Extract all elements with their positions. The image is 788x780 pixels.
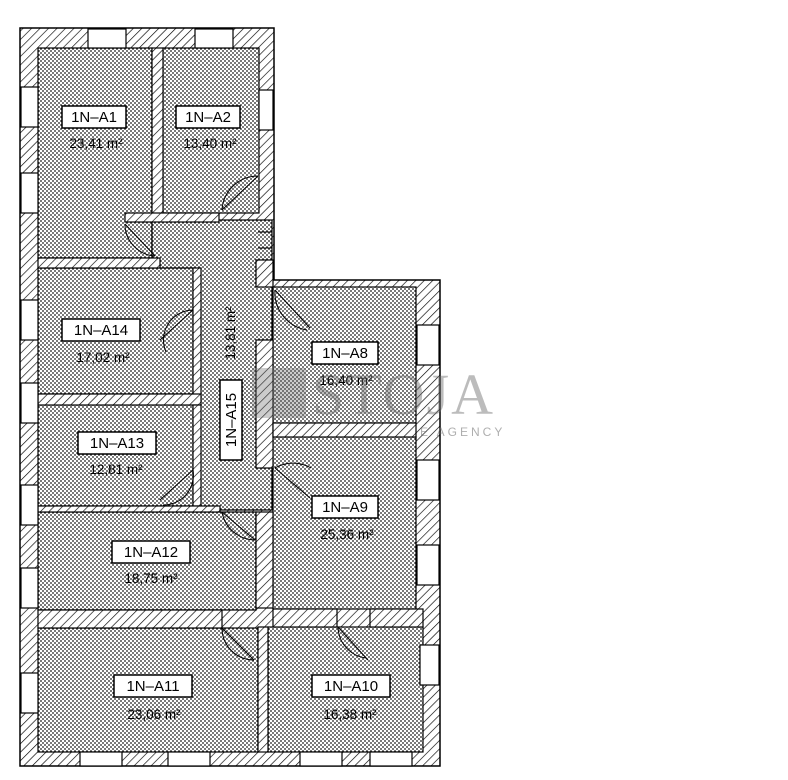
door-swing: [221, 627, 255, 661]
room-label-a10: 1N–A10 16,38 m²: [311, 674, 391, 722]
door-swing: [337, 626, 369, 661]
room-label-a8: 1N–A8 16,40 m²: [311, 341, 379, 388]
room-floor-a1: [37, 47, 153, 259]
room-area: 13,81 m²: [223, 306, 238, 360]
window: [20, 299, 39, 341]
room-label-a12: 1N–A12 18,75 m²: [111, 540, 191, 586]
window: [20, 484, 39, 526]
watermark: STOJA E AGENCY: [252, 362, 505, 439]
window: [369, 751, 413, 767]
window: [416, 324, 440, 366]
room-label-a9: 1N–A9 25,36 m²: [311, 495, 379, 542]
room-floors: [37, 47, 424, 753]
room-label-a2: 1N–A2 13,40 m²: [175, 105, 241, 151]
window: [87, 28, 127, 49]
room-floor-a9: [272, 436, 417, 610]
door-swing: [274, 462, 312, 499]
room-code: 1N–A10: [324, 678, 378, 695]
room-area: 23,06 m²: [127, 707, 181, 722]
room-label-a13: 1N–A13 12,81 m²: [77, 431, 157, 477]
window: [194, 28, 234, 49]
room-label-a1: 1N–A1 23,41 m²: [61, 105, 127, 151]
window: [79, 751, 123, 767]
room-code: 1N–A14: [74, 322, 128, 339]
door-swing: [221, 175, 259, 211]
room-code: 1N–A13: [90, 435, 144, 452]
interior-walls: [37, 47, 424, 753]
room-code: 1N–A12: [124, 544, 178, 561]
door-swing: [159, 309, 194, 353]
window: [20, 86, 39, 128]
window: [20, 172, 39, 214]
room-label-a11: 1N–A11 23,06 m²: [113, 674, 193, 722]
window: [416, 459, 440, 501]
window: [167, 751, 211, 767]
room-area: 16,40 m²: [319, 373, 373, 388]
room-area: 12,81 m²: [89, 462, 143, 477]
room-code: 1N–A11: [126, 678, 179, 695]
room-area: 25,36 m²: [320, 527, 374, 542]
door-swing: [221, 511, 256, 541]
window: [20, 672, 39, 714]
room-area: 17,02 m²: [76, 350, 130, 365]
room-code: 1N–A8: [322, 345, 368, 362]
room-code: 1N–A9: [322, 499, 368, 516]
door-swing: [124, 223, 156, 257]
room-area: 18,75 m²: [124, 571, 178, 586]
watermark-name: STOJA: [312, 362, 495, 427]
room-area: 13,40 m²: [183, 136, 237, 151]
room-label-a14: 1N–A14 17,02 m²: [61, 318, 141, 365]
window: [419, 644, 440, 686]
room-area: 16,38 m²: [323, 707, 377, 722]
room-code: 1N–A15: [223, 393, 240, 447]
room-area-a15: 13,81 m²: [223, 306, 238, 360]
door-swing: [159, 469, 194, 506]
room-code: 1N–A2: [185, 109, 231, 126]
room-floor-a13: [37, 404, 194, 507]
window: [258, 89, 274, 131]
window: [299, 751, 343, 767]
room-area: 23,41 m²: [69, 136, 123, 151]
watermark-logo-mark: [252, 368, 306, 418]
window: [20, 567, 39, 609]
doors: [124, 175, 369, 661]
door-swing: [258, 231, 272, 249]
windows: [20, 28, 440, 767]
window: [20, 382, 39, 424]
room-code: 1N–A1: [71, 109, 117, 126]
door-swing: [274, 289, 311, 331]
watermark-subtitle: E AGENCY: [420, 425, 505, 439]
room-label-a15: 1N–A15: [219, 379, 243, 461]
window: [416, 544, 440, 586]
